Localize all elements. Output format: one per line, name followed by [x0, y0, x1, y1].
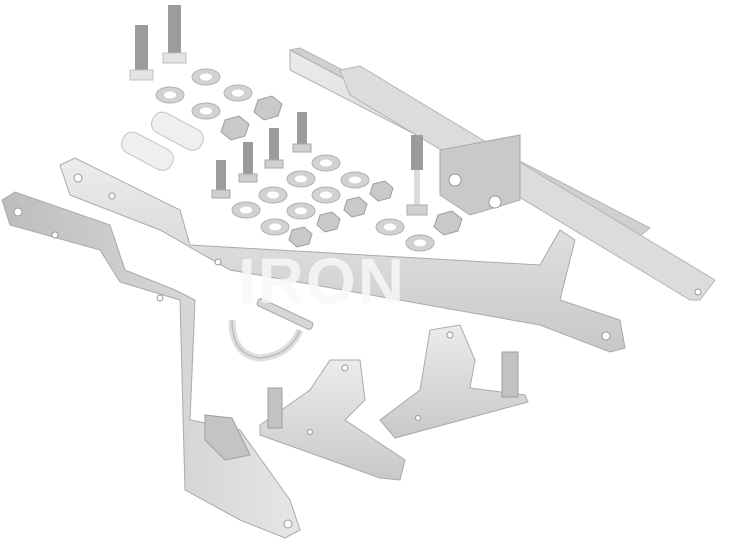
extension-springs [121, 111, 204, 171]
gusset-plate [259, 359, 406, 481]
d-shackle [228, 298, 314, 362]
washer-holes [164, 73, 426, 247]
hex-bolt [211, 160, 231, 199]
hex-bolt [292, 112, 312, 153]
hex-bolt [162, 5, 187, 64]
hex-bolt [238, 142, 258, 183]
iron-watermark: IRON [238, 245, 406, 317]
hex-bolts [129, 5, 428, 216]
hex-bolt [129, 25, 154, 81]
bent-arm-bracket [59, 157, 626, 353]
gusset-plate [379, 324, 529, 439]
bent-arm-bracket [1, 191, 301, 539]
long-bar-bracket [288, 47, 716, 301]
lock-nuts [220, 95, 463, 248]
hex-bolt [406, 135, 428, 216]
hex-bolt [264, 128, 284, 169]
